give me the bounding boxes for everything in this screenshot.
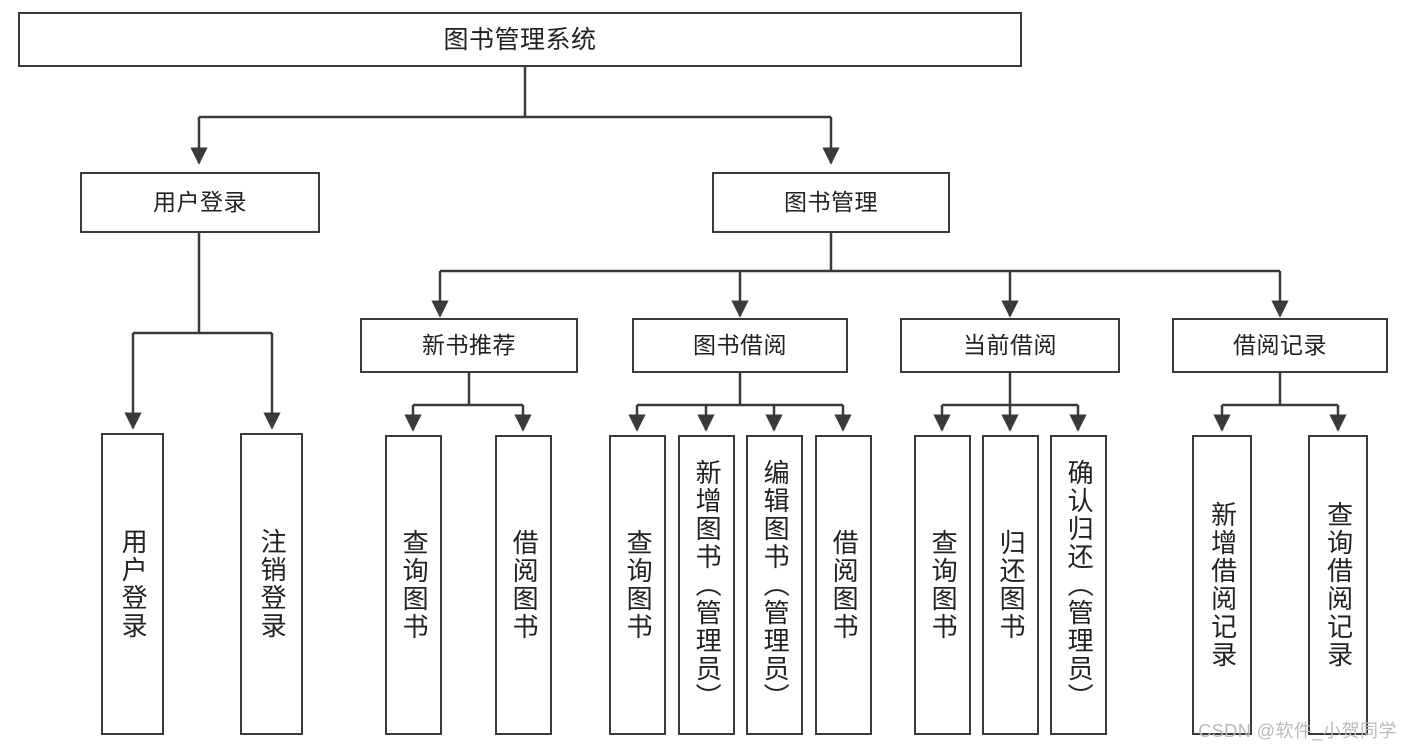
node-label: 查询图书 bbox=[399, 529, 430, 641]
node-borrow-record[interactable]: 借阅记录 bbox=[1172, 318, 1388, 373]
node-label: 确认归还（管理员） bbox=[1064, 459, 1095, 711]
node-label: 用户登录 bbox=[118, 528, 149, 640]
node-current-borrow[interactable]: 当前借阅 bbox=[900, 318, 1120, 373]
node-leaf-confirm-return-admin[interactable]: 确认归还（管理员） bbox=[1050, 435, 1107, 735]
node-label: 新增借阅记录 bbox=[1207, 501, 1238, 669]
node-leaf-query-borrow-record[interactable]: 查询借阅记录 bbox=[1308, 435, 1368, 735]
node-leaf-add-borrow-record[interactable]: 新增借阅记录 bbox=[1192, 435, 1252, 735]
node-label: 用户登录 bbox=[153, 188, 247, 215]
node-root-book-management-system[interactable]: 图书管理系统 bbox=[18, 12, 1022, 67]
node-leaf-user-logout[interactable]: 注销登录 bbox=[240, 433, 303, 735]
node-label: 借阅图书 bbox=[829, 529, 860, 641]
node-leaf-query-book-borrow[interactable]: 查询图书 bbox=[609, 435, 666, 735]
node-label: 编辑图书（管理员） bbox=[760, 459, 791, 711]
node-label: 当前借阅 bbox=[963, 331, 1057, 358]
node-label: 新书推荐 bbox=[422, 331, 516, 358]
node-leaf-return-book[interactable]: 归还图书 bbox=[982, 435, 1039, 735]
node-label: 借阅记录 bbox=[1233, 331, 1327, 358]
node-label: 图书借阅 bbox=[693, 331, 787, 358]
node-user-login[interactable]: 用户登录 bbox=[80, 172, 320, 233]
node-leaf-borrow-book-borrow[interactable]: 借阅图书 bbox=[815, 435, 872, 735]
node-label: 借阅图书 bbox=[509, 529, 540, 641]
node-leaf-add-book-admin[interactable]: 新增图书（管理员） bbox=[678, 435, 735, 735]
node-leaf-query-book-recommend[interactable]: 查询图书 bbox=[385, 435, 442, 735]
node-label: 查询图书 bbox=[623, 529, 654, 641]
node-label: 查询借阅记录 bbox=[1323, 501, 1354, 669]
node-book-borrow[interactable]: 图书借阅 bbox=[632, 318, 848, 373]
node-book-management[interactable]: 图书管理 bbox=[712, 172, 950, 233]
node-leaf-query-book-current[interactable]: 查询图书 bbox=[914, 435, 971, 735]
node-label: 注销登录 bbox=[257, 528, 288, 640]
node-leaf-edit-book-admin[interactable]: 编辑图书（管理员） bbox=[746, 435, 803, 735]
node-new-book-recommend[interactable]: 新书推荐 bbox=[360, 318, 578, 373]
node-label: 归还图书 bbox=[996, 529, 1027, 641]
node-label: 图书管理 bbox=[784, 188, 878, 215]
node-leaf-borrow-book-recommend[interactable]: 借阅图书 bbox=[495, 435, 552, 735]
node-label: 新增图书（管理员） bbox=[692, 459, 723, 711]
node-label: 图书管理系统 bbox=[443, 25, 597, 54]
csdn-watermark: CSDN @软件_小贺同学 bbox=[1198, 721, 1397, 741]
node-label: 查询图书 bbox=[928, 529, 959, 641]
node-leaf-user-login[interactable]: 用户登录 bbox=[101, 433, 164, 735]
